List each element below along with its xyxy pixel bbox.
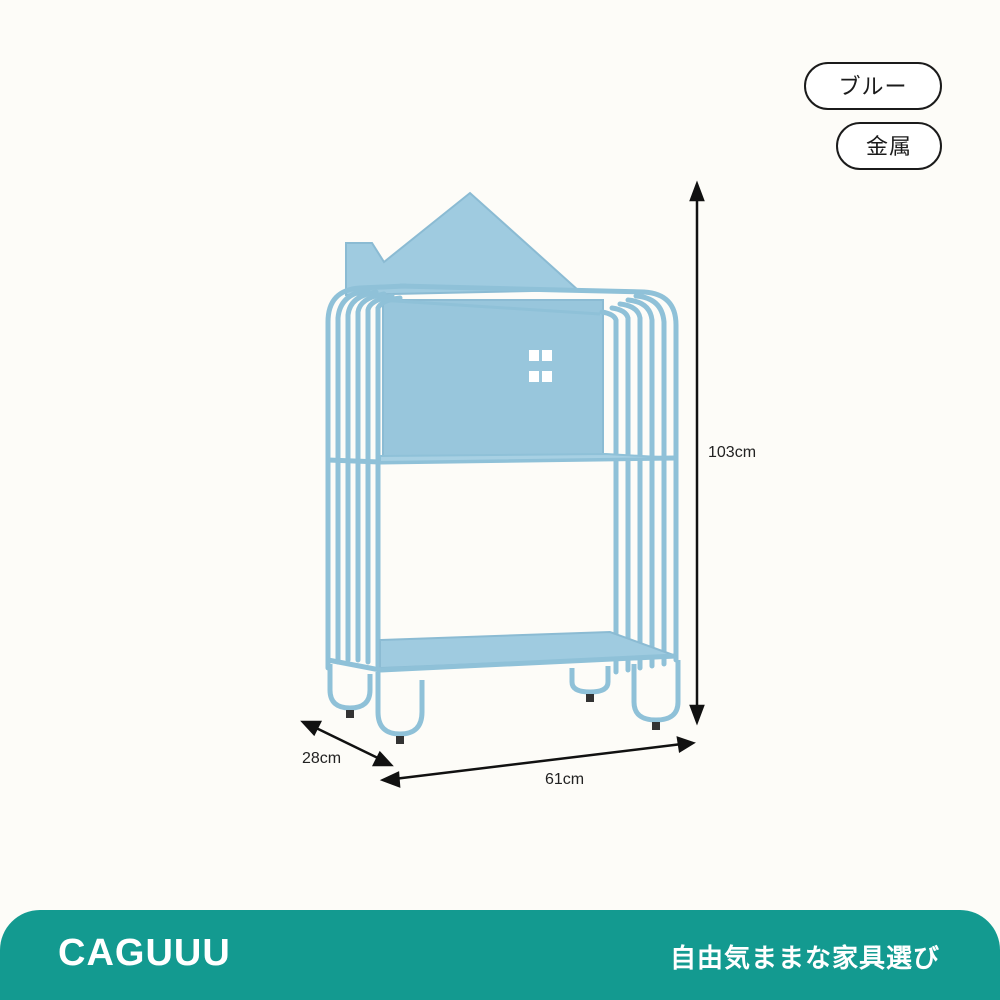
material-tag: 金属 xyxy=(836,122,942,170)
bottom-shelf xyxy=(327,630,677,673)
middle-shelf xyxy=(327,452,677,465)
depth-arrow xyxy=(311,724,383,762)
width-arrow xyxy=(393,742,683,781)
window-icon xyxy=(529,350,552,382)
top-rail xyxy=(399,283,561,293)
footer-bar xyxy=(0,910,1000,1000)
leg-front-right xyxy=(631,660,681,723)
color-tag: ブルー xyxy=(804,62,942,110)
left-side-frame xyxy=(325,283,408,671)
dimension-arrows xyxy=(300,180,705,788)
leg-feet xyxy=(346,694,660,744)
right-side-frame xyxy=(557,287,679,675)
depth-label: 28cm xyxy=(302,750,342,767)
height-label: 103cm xyxy=(708,444,757,461)
brand-logo: CAGUUU xyxy=(58,932,231,974)
leg-back-right xyxy=(569,666,611,695)
leg-back-left xyxy=(327,664,373,711)
width-label: 61cm xyxy=(545,771,585,788)
slogan-text: 自由気ままな家具選び xyxy=(669,944,940,974)
house-shelf xyxy=(345,191,604,459)
leg-front-left xyxy=(375,672,425,737)
back-panel xyxy=(382,299,604,459)
legs xyxy=(327,660,681,737)
house-roof-panel xyxy=(345,191,581,297)
